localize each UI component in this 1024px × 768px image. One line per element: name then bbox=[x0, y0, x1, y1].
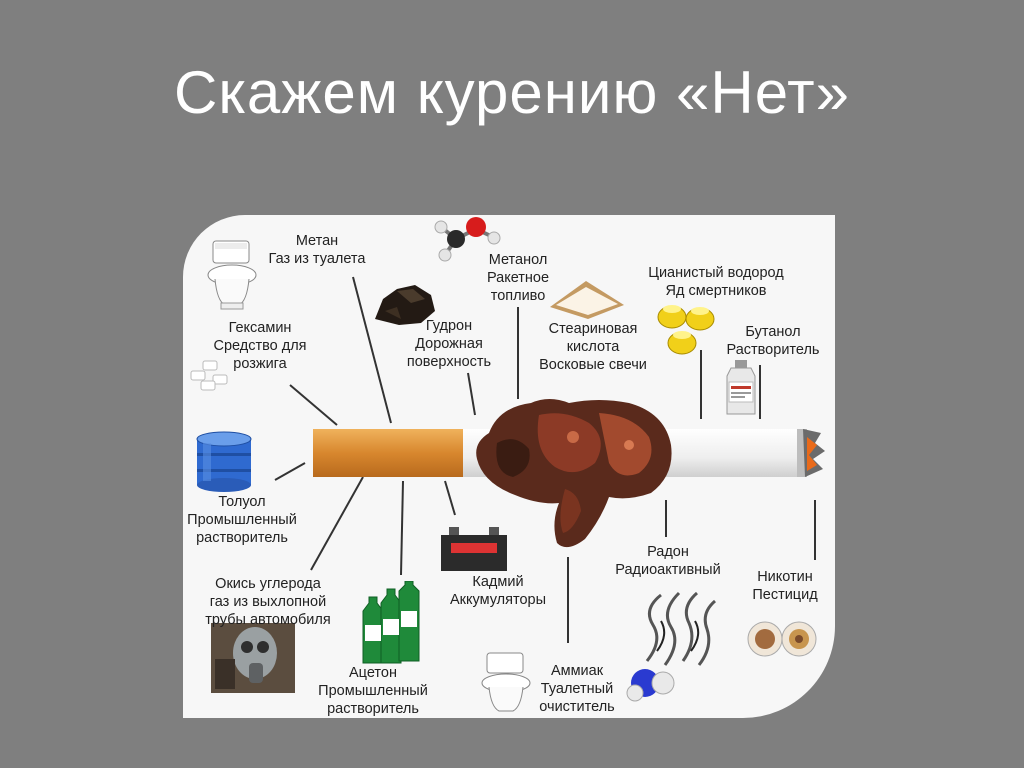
label-toluene: Толуол Промышленный растворитель bbox=[187, 494, 297, 546]
gas-mask-icon bbox=[211, 623, 295, 693]
label-acetone: Ацетон Промышленный растворитель bbox=[318, 665, 428, 717]
cigarette-ends-icon bbox=[747, 615, 821, 661]
label-co: Окись углерода газ из выхлопной трубы ав… bbox=[205, 576, 331, 628]
powder-pile-icon bbox=[548, 277, 626, 321]
label-cadmium: Кадмий Аккумуляторы bbox=[449, 574, 546, 608]
canisters-icon bbox=[656, 295, 720, 361]
tablets-icon bbox=[187, 355, 233, 395]
label-hexamine: Гексамин Средство для розжига bbox=[213, 320, 307, 372]
battery-icon bbox=[439, 525, 511, 573]
label-stearic: Стеариновая кислота Восковые свечи bbox=[539, 321, 647, 373]
tarred-lung-icon bbox=[469, 393, 679, 553]
label-ammonia: Аммиак Туалетный очиститель bbox=[539, 663, 615, 715]
bottle-icon bbox=[721, 360, 761, 416]
smoke-icon bbox=[635, 581, 723, 669]
label-radon: Радон Радиоактивный bbox=[615, 544, 721, 578]
slide-title: Скажем курению «Нет» bbox=[174, 59, 850, 126]
label-methanol: Метанол Ракетное топливо bbox=[486, 252, 550, 304]
barrel-icon bbox=[193, 431, 255, 493]
molecule-icon bbox=[431, 215, 505, 267]
green-bottles-icon bbox=[359, 580, 423, 665]
toilet-icon bbox=[479, 649, 533, 717]
toilet-icon bbox=[205, 237, 259, 311]
label-tar: Гудрон Дорожная поверхность bbox=[406, 318, 492, 370]
infographic-panel: Метан Газ из туалета Гексамин Средство д… bbox=[183, 215, 835, 718]
label-nicotine: Никотин Пестицид bbox=[752, 569, 818, 603]
connector-lines bbox=[274, 276, 816, 643]
label-hcn: Цианистый водород Яд смертников bbox=[648, 265, 784, 299]
label-methane: Метан Газ из туалета bbox=[268, 233, 366, 267]
label-butanol: Бутанол Растворитель bbox=[726, 324, 820, 358]
tar-lump-icon bbox=[371, 281, 439, 329]
molecule-icon bbox=[623, 661, 679, 705]
